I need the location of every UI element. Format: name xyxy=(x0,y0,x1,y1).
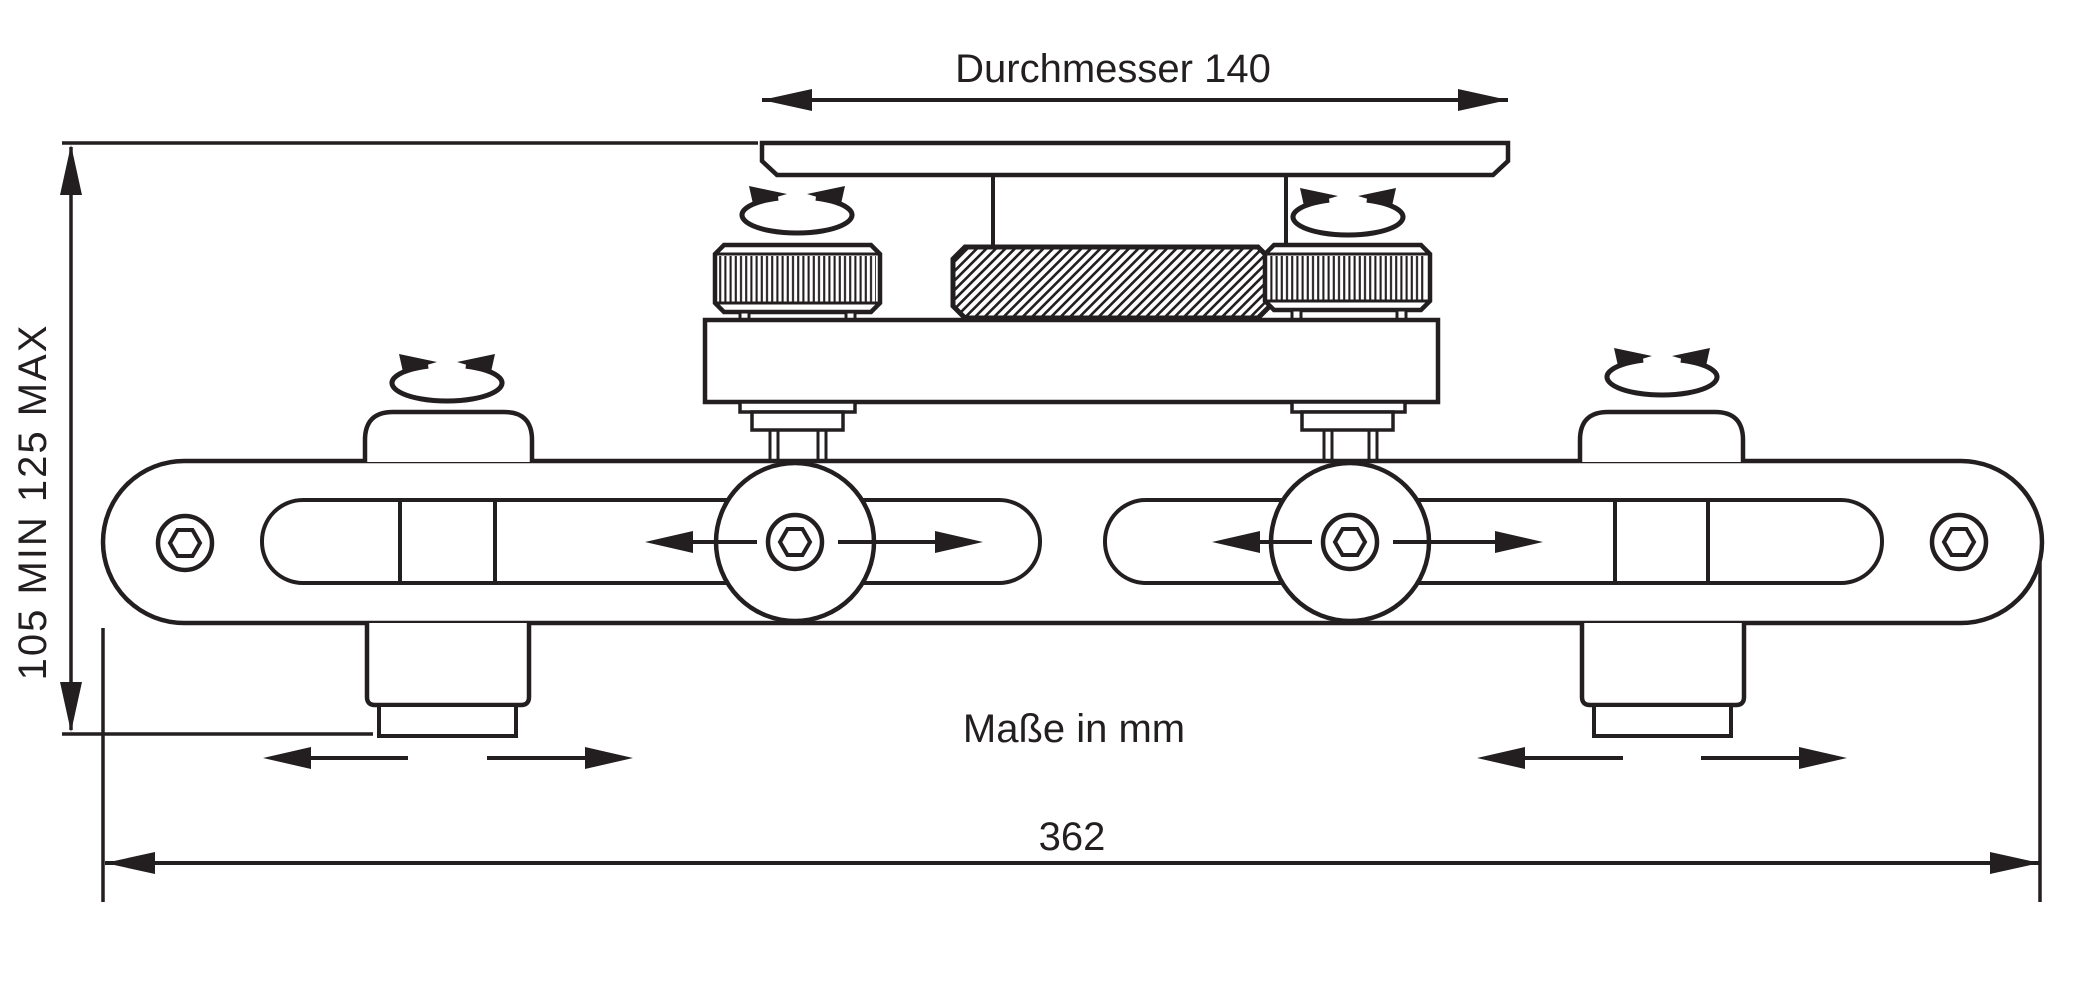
carriage-bracket xyxy=(702,317,1441,405)
arrowhead-right-icon xyxy=(935,531,983,553)
clamp-foot-lower xyxy=(1592,703,1733,738)
diameter-label: Durchmesser 140 xyxy=(955,47,1271,91)
arrowhead-left-icon xyxy=(1212,531,1260,553)
arrowhead-left-icon xyxy=(105,852,155,874)
left-clamp-slide-arrows xyxy=(263,747,633,769)
rotation-arrows xyxy=(389,186,1720,404)
left-slide-arrows xyxy=(645,531,983,553)
arrowhead-left-icon xyxy=(762,89,812,111)
right-pulley-wheel xyxy=(1268,460,1432,624)
support-block xyxy=(750,410,845,432)
rotate-icon xyxy=(389,354,505,404)
right-clamp-slide-arrows xyxy=(1477,747,1847,769)
clamp-dome xyxy=(1577,409,1746,462)
right-end-screw xyxy=(1929,512,1989,572)
rotate-icon xyxy=(739,186,855,236)
left-adjust-knob xyxy=(712,242,883,323)
clamp-foot-upper xyxy=(1579,623,1747,708)
arrowhead-right-icon xyxy=(1495,531,1543,553)
arrowhead-left-icon xyxy=(645,531,693,553)
right-wheel-support xyxy=(1290,400,1407,462)
diameter-dimension: Durchmesser 140 xyxy=(762,47,1508,111)
arrowhead-right-icon xyxy=(585,747,633,769)
units-note-label: Maße in mm xyxy=(963,707,1185,751)
clamp-dome xyxy=(362,409,535,462)
hex-socket-icon xyxy=(777,527,813,557)
cylinder-body xyxy=(950,244,1273,321)
height-label: 105 MIN 125 MAX xyxy=(11,324,55,681)
left-clamp xyxy=(362,409,535,738)
knob-knurling xyxy=(1269,256,1426,300)
arrowhead-right-icon xyxy=(1799,747,1847,769)
knob-knurling xyxy=(719,256,876,302)
hex-socket-icon xyxy=(1941,527,1977,557)
height-dimension: 105 MIN 125 MAX xyxy=(11,141,758,736)
clamp-foot-lower xyxy=(377,703,518,738)
arrowhead-up-icon xyxy=(60,145,82,195)
right-slide-arrows xyxy=(1212,531,1543,553)
width-dimension: 362 xyxy=(101,562,2042,902)
arrowhead-down-icon xyxy=(60,682,82,732)
right-clamp xyxy=(1577,409,1747,738)
center-knurled-cylinder xyxy=(950,244,1273,321)
arrowhead-right-icon xyxy=(1458,89,1508,111)
hex-socket-icon xyxy=(167,528,203,558)
arrowhead-left-icon xyxy=(1477,747,1525,769)
arrowhead-right-icon xyxy=(1990,852,2040,874)
rotate-icon xyxy=(1604,348,1720,398)
width-label: 362 xyxy=(1039,815,1106,859)
rotate-icon xyxy=(1290,188,1406,238)
hex-socket-icon xyxy=(1332,527,1368,557)
right-adjust-knob xyxy=(1262,242,1433,322)
arrowhead-left-icon xyxy=(263,747,311,769)
support-block xyxy=(1300,410,1395,432)
center-column xyxy=(991,175,1288,247)
left-end-screw xyxy=(155,513,215,573)
left-wheel-support xyxy=(738,400,857,462)
clamp-foot-upper xyxy=(364,623,532,708)
top-plate xyxy=(759,140,1511,178)
